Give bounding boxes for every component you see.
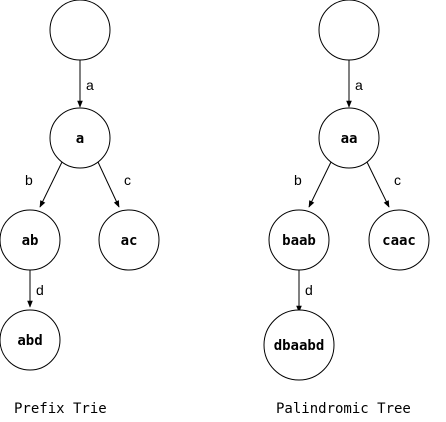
prefix-node-root	[49, 0, 111, 61]
prefix-edge-root-a: a	[77, 60, 94, 108]
pal-node-baab-label: baab	[282, 233, 316, 249]
pal-edge-label-baab-dbaabd: d	[305, 282, 313, 298]
prefix-edge-a-ab: b	[25, 161, 63, 208]
prefix-edge-label-ab-abd: d	[36, 282, 44, 298]
prefix-node-ab: ab	[0, 209, 61, 271]
prefix-edge-label-a-ac: c	[124, 172, 131, 188]
pal-edge-aa-caac: c	[366, 161, 401, 208]
pal-node-aa-label: aa	[341, 131, 358, 147]
palindromic-tree: a b c d aa baab caac	[263, 0, 430, 381]
pal-edge-aa-baab: b	[294, 161, 332, 208]
pal-edge-label-aa-baab: b	[294, 172, 302, 188]
prefix-edge-ab-abd: d	[27, 270, 44, 308]
pal-node-dbaabd-label: dbaabd	[274, 338, 325, 354]
prefix-node-ac-label: ac	[121, 233, 138, 249]
prefix-node-a-label: a	[76, 131, 84, 147]
pal-node-root	[318, 0, 380, 61]
prefix-edge-label-a-ab: b	[25, 172, 33, 188]
prefix-edge-label-root-a: a	[86, 77, 94, 93]
palindromic-tree-caption: Palindromic Tree	[276, 401, 411, 417]
pal-node-caac-label: caac	[382, 233, 416, 249]
prefix-edge-a-ac: c	[97, 161, 131, 208]
pal-node-aa: aa	[318, 107, 380, 169]
pal-edge-root-aa: a	[346, 60, 363, 108]
prefix-node-ac: ac	[98, 209, 160, 271]
prefix-node-a: a	[49, 107, 111, 169]
pal-edge-baab-dbaabd: d	[296, 270, 313, 313]
pal-edge-label-aa-caac: c	[394, 172, 401, 188]
pal-node-caac: caac	[368, 209, 430, 271]
pal-edge-label-root-aa: a	[355, 77, 363, 93]
prefix-trie: a b c d a ab ac	[0, 0, 160, 371]
pal-node-dbaabd: dbaabd	[263, 309, 335, 381]
prefix-node-ab-label: ab	[22, 233, 39, 249]
prefix-trie-caption: Prefix Trie	[14, 401, 107, 417]
prefix-node-abd-label: abd	[17, 333, 42, 349]
prefix-node-abd: abd	[0, 309, 61, 371]
pal-node-baab: baab	[268, 209, 330, 271]
